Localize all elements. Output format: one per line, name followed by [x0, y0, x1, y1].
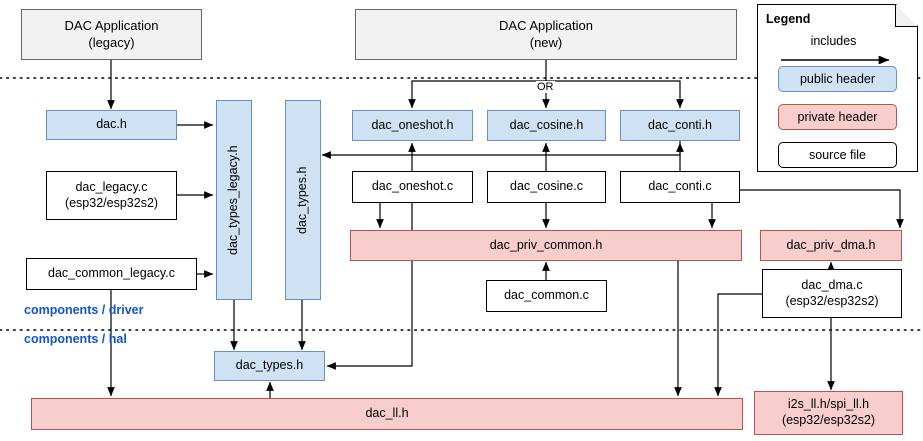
node-dac-types-h-hal[interactable]: dac_types.h [214, 351, 325, 381]
node-dac-ll-h[interactable]: dac_ll.h [31, 398, 743, 430]
node-label: dac_conti.c [648, 179, 712, 194]
legend-item-private-header: private header [778, 104, 897, 130]
node-label: dac_cosine.c [510, 179, 583, 194]
zone-label-hal: components / hal [24, 332, 127, 346]
node-label-line2: (legacy) [88, 34, 135, 50]
legend-item-label: private header [797, 110, 878, 124]
node-label-line1: DAC Application [64, 18, 159, 34]
legend-panel: Legend includes public header private he… [757, 4, 918, 172]
node-label: dac_common_legacy.c [48, 266, 175, 281]
node-label: dac_types.h [295, 166, 310, 234]
node-label-line1: DAC Application [499, 18, 593, 34]
node-label-line2: (new) [529, 34, 563, 50]
legend-item-public-header: public header [778, 66, 897, 92]
node-dac-legacy-c[interactable]: dac_legacy.c (esp32/esp32s2) [46, 171, 177, 220]
node-label: dac_priv_dma.h [786, 237, 876, 252]
node-label-line2: (esp32/esp32s2) [781, 413, 876, 427]
includes-arrow-icon [781, 56, 890, 64]
node-dac-oneshot-h[interactable]: dac_oneshot.h [352, 110, 473, 141]
node-label: dac_oneshot.c [371, 179, 454, 194]
node-label-line1: dac_dma.c [801, 277, 863, 292]
node-dac-conti-c[interactable]: dac_conti.c [620, 171, 740, 203]
node-label: dac_types_legacy.h [226, 145, 241, 255]
node-label-line2: (esp32/esp32s2) [785, 293, 879, 308]
node-label: dac_common.c [504, 288, 589, 303]
legend-item-label: source file [809, 148, 866, 162]
node-dac-types-legacy-h[interactable]: dac_types_legacy.h [216, 100, 252, 300]
or-label: OR [536, 81, 555, 93]
legend-item-source-file: source file [778, 142, 897, 168]
legend-item-label: public header [799, 72, 876, 86]
legend-includes-label: includes [810, 34, 857, 48]
node-dac-h[interactable]: dac.h [46, 110, 177, 140]
node-label-line1: i2s_ll.h/spi_ll.h [787, 397, 870, 412]
node-label: dac_cosine.h [509, 117, 584, 132]
node-dac-common-legacy-c[interactable]: dac_common_legacy.c [26, 258, 197, 290]
node-dac-common-c[interactable]: dac_common.c [486, 280, 607, 312]
node-label: dac_priv_common.h [489, 237, 603, 252]
node-label-line2: (esp32/esp32s2) [64, 195, 159, 210]
node-label: dac_oneshot.h [371, 117, 454, 132]
node-dac-oneshot-c[interactable]: dac_oneshot.c [352, 171, 473, 203]
node-i2s-ll-spi-ll-h[interactable]: i2s_ll.h/spi_ll.h (esp32/esp32s2) [754, 391, 903, 435]
node-dac-dma-c[interactable]: dac_dma.c (esp32/esp32s2) [762, 269, 902, 318]
node-dac-cosine-h[interactable]: dac_cosine.h [487, 110, 606, 141]
node-label: dac.h [96, 117, 127, 132]
node-dac-priv-common-h[interactable]: dac_priv_common.h [350, 230, 742, 261]
legend-title: Legend [766, 12, 811, 26]
node-dac-application-legacy[interactable]: DAC Application (legacy) [21, 9, 202, 60]
node-label: dac_ll.h [365, 406, 409, 421]
node-label: dac_types.h [235, 358, 304, 373]
zone-label-driver: components / driver [24, 303, 144, 317]
node-dac-types-h-vertical[interactable]: dac_types.h [285, 100, 321, 300]
node-dac-conti-h[interactable]: dac_conti.h [620, 110, 740, 141]
node-label: dac_conti.h [648, 117, 712, 132]
node-dac-application-new[interactable]: DAC Application (new) [355, 9, 737, 60]
node-label-line1: dac_legacy.c [75, 179, 148, 194]
node-dac-cosine-c[interactable]: dac_cosine.c [487, 171, 606, 203]
node-dac-priv-dma-h[interactable]: dac_priv_dma.h [760, 230, 902, 261]
